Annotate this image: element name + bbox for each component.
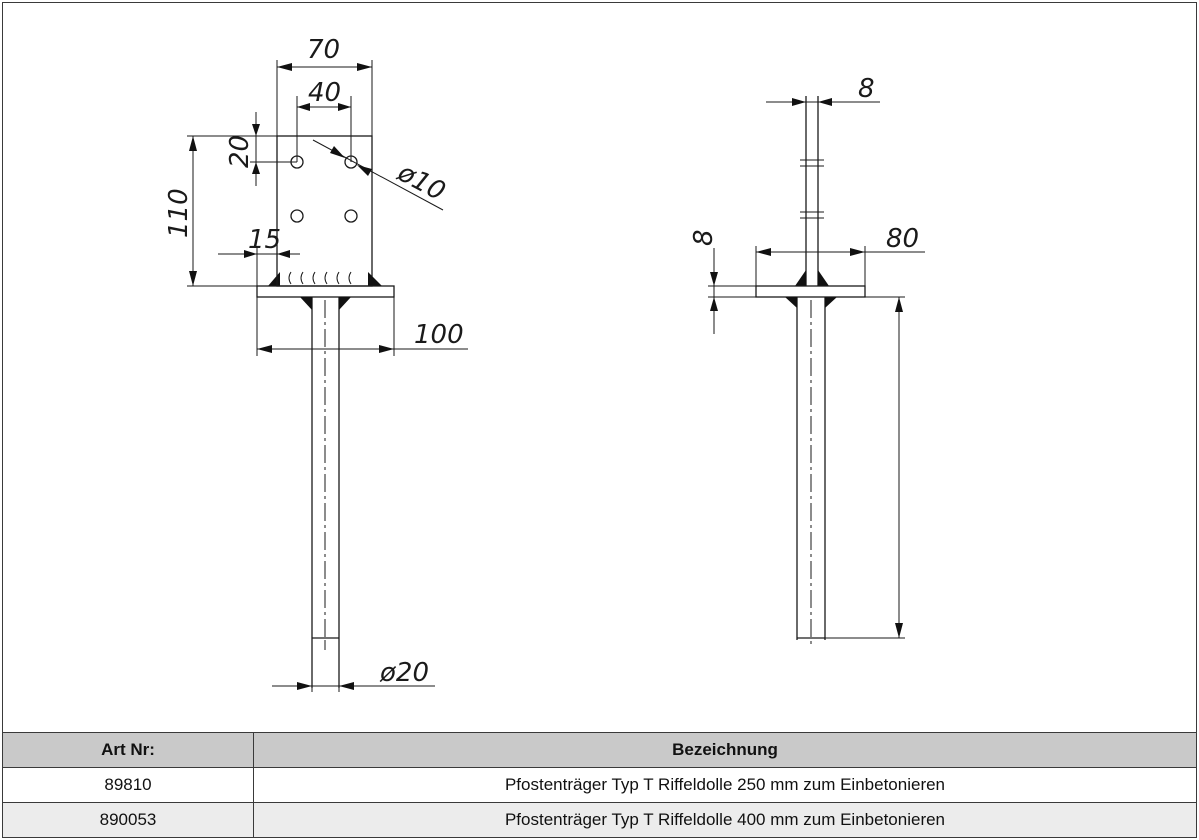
header-bezeichnung: Bezeichnung (253, 732, 1197, 768)
base-plate (256, 285, 395, 298)
dim-hole-diameter: ø10 (392, 157, 450, 207)
weld-seam (288, 271, 352, 285)
rod-weld-right (339, 297, 351, 310)
hole-bottom-right (344, 209, 358, 223)
weld-left (268, 272, 280, 286)
table-row: 890053 Pfostenträger Typ T Riffeldolle 4… (2, 802, 1197, 838)
front-view: 70 40 20 ø10 110 15 (164, 35, 468, 692)
dim-edge: 15 (248, 225, 281, 255)
weld-right (368, 272, 382, 286)
dim-hole-offset: 20 (225, 135, 255, 168)
dim-width-top: 70 (307, 35, 340, 65)
dim-side-base-plate: 80 (886, 224, 919, 254)
cell-art-nr: 890053 (2, 802, 254, 838)
parts-table: Art Nr: Bezeichnung 89810 Pfostenträger … (2, 732, 1197, 838)
technical-drawing: 70 40 20 ø10 110 15 (164, 35, 925, 692)
table-row: 89810 Pfostenträger Typ T Riffeldolle 25… (2, 767, 1197, 803)
hole-bottom-left (290, 209, 304, 223)
table-header-row: Art Nr: Bezeichnung (2, 732, 1197, 768)
blade-weld-right (818, 270, 829, 286)
cell-bezeichnung: Pfostenträger Typ T Riffeldolle 250 mm z… (253, 767, 1197, 803)
dim-blade-thickness: 8 (858, 74, 875, 104)
cell-bezeichnung: Pfostenträger Typ T Riffeldolle 400 mm z… (253, 802, 1197, 838)
side-base-plate (755, 285, 866, 298)
dim-height: 110 (164, 188, 194, 238)
dim-hole-spacing: 40 (308, 78, 341, 108)
dim-plate-thickness: 8 (689, 229, 719, 246)
blade-weld-left (795, 270, 806, 286)
side-view: 8 80 8 (689, 74, 925, 645)
rod-weld-left (300, 297, 312, 310)
upright-plate (276, 135, 373, 287)
dim-base-plate: 100 (414, 320, 464, 350)
header-art-nr: Art Nr: (2, 732, 254, 768)
cell-art-nr: 89810 (2, 767, 254, 803)
dim-rod-diameter: ø20 (379, 658, 429, 688)
